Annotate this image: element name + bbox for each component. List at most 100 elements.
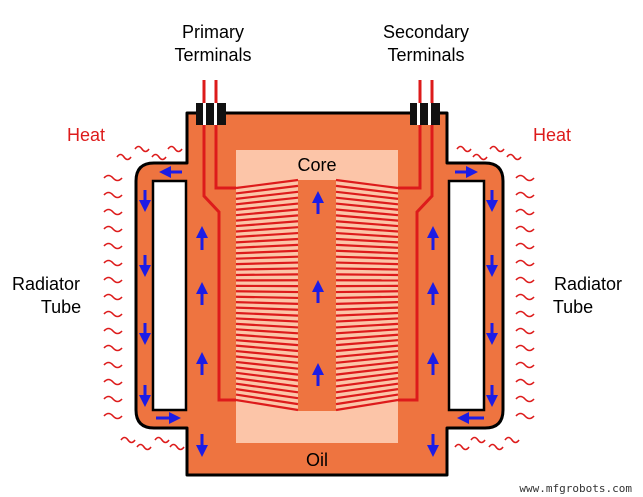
secondary-lead-outer (398, 80, 434, 402)
heat-label-right: Heat (533, 125, 571, 145)
winding-turn (235, 355, 299, 364)
winding-turn (335, 333, 399, 341)
heat-wave-icon (515, 259, 535, 267)
winding-turn (235, 226, 299, 233)
radiator-tube-label-left-line1: Radiator (12, 274, 80, 294)
heat-waves (103, 145, 535, 451)
winding-turn (235, 255, 299, 260)
winding-turn (235, 301, 299, 305)
primary-winding (235, 178, 299, 412)
primary-terminals-label-line1: Primary (182, 22, 244, 42)
winding-turn (235, 388, 299, 400)
core-label: Core (297, 155, 336, 175)
winding-turn (235, 261, 299, 266)
heat-wave-icon (472, 153, 488, 161)
winding-turn (335, 366, 399, 376)
winding-turn (235, 290, 299, 294)
heat-wave-icon (103, 259, 123, 267)
heat-wave-icon (103, 344, 123, 352)
primary-lead-outer (202, 80, 236, 402)
winding-turn (235, 273, 299, 277)
winding-turn (235, 349, 299, 359)
winding-turn (335, 328, 399, 335)
winding-turn (335, 393, 399, 406)
winding-turn (335, 317, 399, 323)
heat-wave-icon (456, 145, 472, 153)
winding-turn (335, 243, 399, 249)
winding-turn (335, 311, 399, 317)
winding-turn (235, 237, 299, 244)
winding-turn (335, 231, 399, 239)
heat-wave-icon (515, 208, 535, 216)
winding-turn (235, 371, 299, 382)
winding-turn (335, 184, 399, 195)
winding-turn (235, 243, 299, 249)
winding-turn (335, 196, 399, 206)
winding-turn (335, 355, 399, 364)
winding-turn (235, 184, 299, 195)
winding-turn (335, 202, 399, 211)
winding-turn (335, 322, 399, 329)
winding-turn (335, 208, 399, 217)
winding-turn (335, 339, 399, 347)
winding-turn (335, 349, 399, 359)
winding-turn (235, 366, 299, 376)
winding-turn (335, 273, 399, 277)
winding-turn (335, 255, 399, 260)
oil-label: Oil (306, 450, 328, 470)
heat-wave-icon (515, 395, 535, 403)
heat-wave-icon (103, 378, 123, 386)
winding-turn (235, 333, 299, 341)
heat-wave-icon (154, 436, 170, 444)
winding-turn (235, 360, 299, 370)
winding-turn (235, 231, 299, 239)
heat-wave-icon (103, 191, 123, 199)
secondary-terminals-label-line1: Secondary (383, 22, 469, 42)
heat-wave-icon (103, 327, 123, 335)
heat-wave-icon (515, 344, 535, 352)
heat-wave-icon (151, 153, 167, 161)
heat-label-left: Heat (67, 125, 105, 145)
winding-turn (235, 382, 299, 394)
winding-turn (335, 290, 399, 294)
oil-flow-arrows (139, 166, 498, 457)
heat-wave-icon (103, 361, 123, 369)
secondary-winding (335, 178, 399, 412)
winding-turn (335, 306, 399, 311)
winding-turn (235, 190, 299, 200)
heat-wave-icon (515, 412, 535, 420)
heat-wave-icon (169, 443, 185, 451)
winding-turn (235, 328, 299, 335)
winding-turn (235, 295, 299, 300)
heat-wave-icon (103, 293, 123, 301)
heat-wave-icon (470, 436, 486, 444)
heat-wave-icon (134, 145, 150, 153)
winding-turn (335, 295, 399, 300)
winding-turn (235, 344, 299, 353)
heat-wave-icon (515, 310, 535, 318)
heat-wave-icon (103, 225, 123, 233)
winding-turn (235, 322, 299, 329)
winding-turn (235, 377, 299, 388)
winding-turn (335, 178, 399, 190)
winding-turn (235, 339, 299, 347)
winding-turn (235, 267, 299, 271)
heat-wave-icon (103, 276, 123, 284)
winding-turn (335, 237, 399, 244)
heat-wave-icon (103, 412, 123, 420)
winding-turn (335, 261, 399, 266)
heat-wave-icon (515, 327, 535, 335)
winding-turn (335, 382, 399, 394)
heat-wave-icon (504, 436, 520, 444)
heat-wave-icon (515, 361, 535, 369)
winding-turn (335, 214, 399, 222)
winding-turn (335, 377, 399, 388)
heat-wave-icon (103, 310, 123, 318)
heat-wave-icon (103, 242, 123, 250)
winding-turn (335, 360, 399, 370)
terminal-bushing-icon (196, 103, 226, 125)
heat-wave-icon (506, 153, 522, 161)
winding-turn (235, 311, 299, 317)
heat-wave-icon (515, 242, 535, 250)
